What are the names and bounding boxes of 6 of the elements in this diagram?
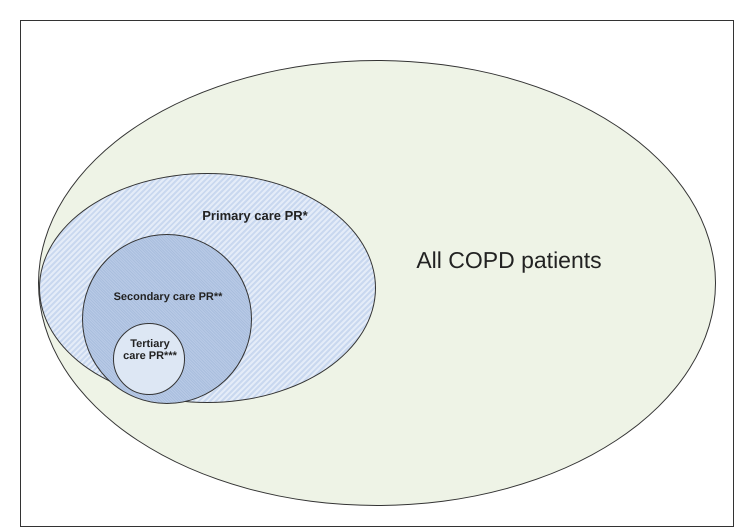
region-label: Tertiary care PR*** [122, 338, 178, 362]
region-label: Secondary care PR** [112, 291, 224, 303]
secondary-care-circle [82, 234, 252, 404]
tertiary-care-circle [113, 323, 185, 395]
region-label: Primary care PR* [201, 208, 309, 223]
region-label: All COPD patients [415, 247, 603, 274]
